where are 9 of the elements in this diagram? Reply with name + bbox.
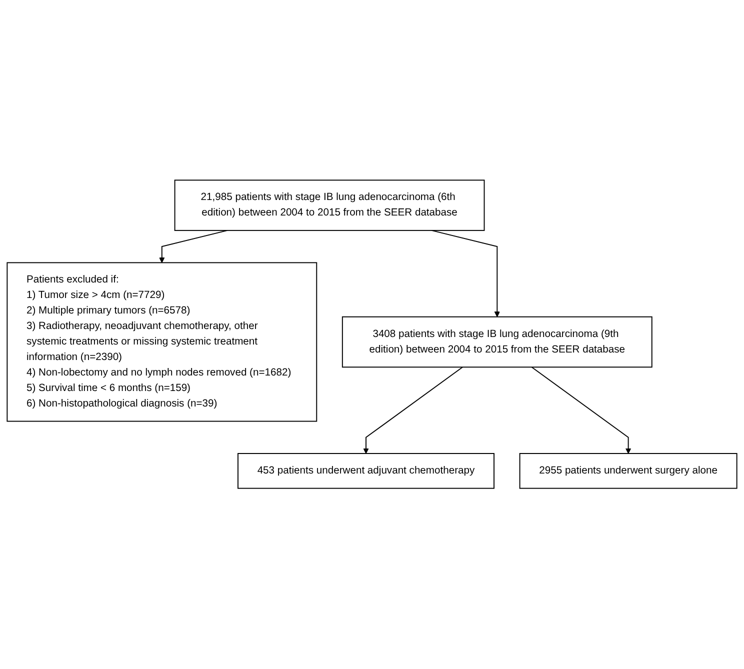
arrow <box>431 230 500 318</box>
arrow <box>159 230 228 264</box>
arrow <box>363 366 464 454</box>
node-box: Patients excluded if: 1) Tumor size > 4cm (n=7729) 2) Multiple primary tumors (n=6578) 3) Radiotherapy, neoadjuvant chemotherapy, other systemic treatments or missing systemic treatment information (n=2390) 4) Non-lobectomy and no lymph nodes removed (n=1682) 5) Survival time < 6 months (n=159) 6) Non-histopathological diagnosis (n=39) <box>6 262 318 422</box>
node-box: 3408 patients with stage IB lung adenocarcinoma (9th edition) between 2004 to 2015 from the SEER database <box>342 316 652 368</box>
node-box: 21,985 patients with stage IB lung adenocarcinoma (6th edition) between 2004 to 2015 from the SEER database <box>174 180 485 232</box>
node-box: 453 patients underwent adjuvant chemotherapy <box>238 453 494 490</box>
node-box: 2955 patients underwent surgery alone <box>519 453 738 490</box>
arrow <box>531 366 632 454</box>
